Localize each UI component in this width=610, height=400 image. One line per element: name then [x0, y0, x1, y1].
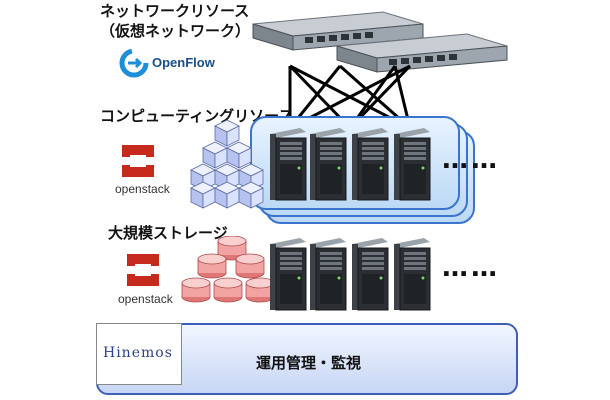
management-title: 運用管理・監視: [256, 354, 362, 372]
openstack-logo-icon: [122, 145, 154, 177]
storage-more-ellipsis: ……: [442, 253, 500, 283]
hinemos-logo-box: Hinemos: [96, 323, 182, 385]
openstack-logo-icon-storage: [127, 254, 159, 286]
network-title-line2: （仮想ネットワーク）: [100, 22, 251, 40]
hinemos-logo: Hinemos: [103, 345, 173, 361]
virtual-network-subtitle: （仮想ネットワーク）: [100, 22, 250, 40]
openstack-label-compute: openstack: [115, 182, 170, 196]
openstack-label-storage: openstack: [118, 292, 173, 306]
server-tower-icon: [269, 127, 431, 201]
computing-resource-title: コンピューティングリソース: [100, 107, 294, 125]
storage-title: 大規模ストレージ: [108, 224, 228, 242]
network-resource-title: ネットワークリソース: [100, 2, 249, 20]
storage-server-towers: [269, 237, 431, 311]
openflow-logo-icon: [119, 48, 149, 78]
compute-more-ellipsis: ……: [442, 145, 500, 175]
network-title-line1: ネットワークリソース: [100, 2, 250, 20]
openflow-label: OpenFlow: [152, 55, 215, 70]
